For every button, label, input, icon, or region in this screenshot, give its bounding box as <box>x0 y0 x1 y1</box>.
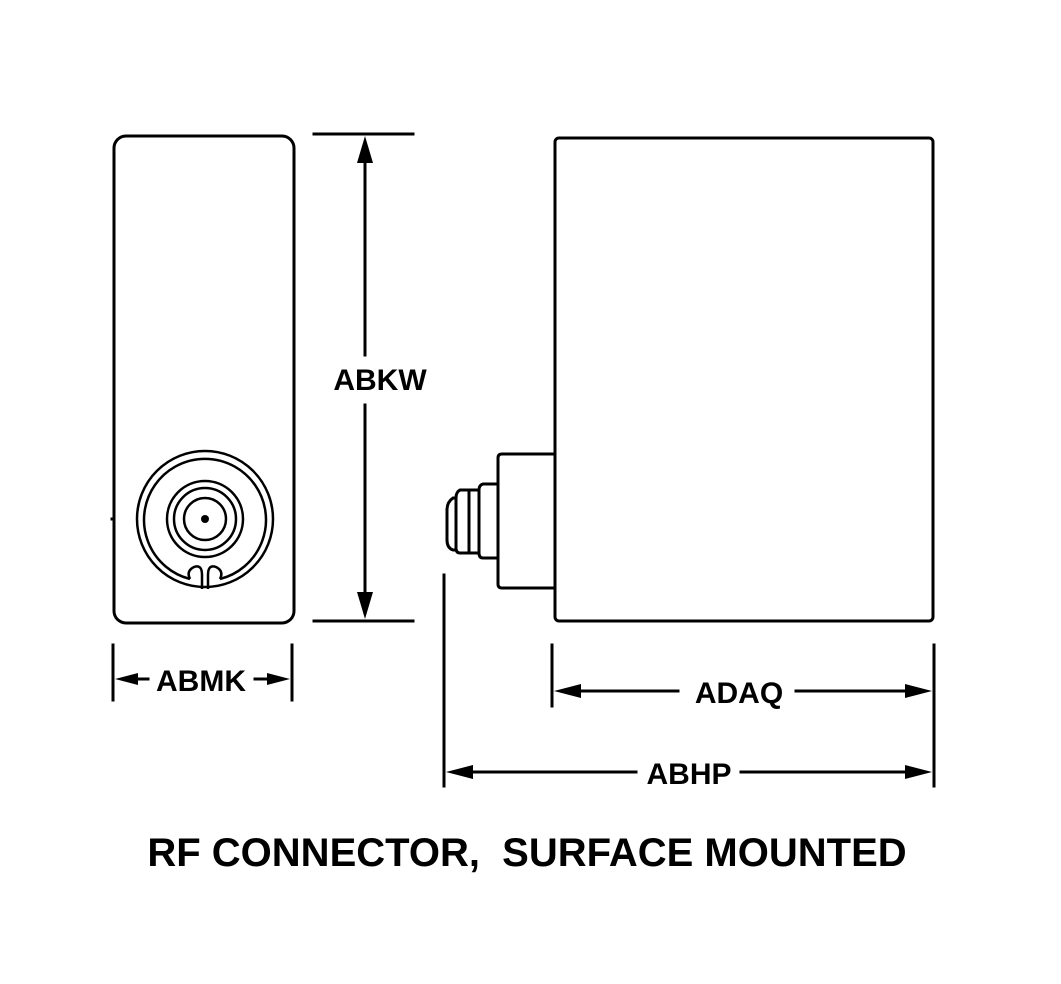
outer-ring <box>135 449 275 589</box>
arrow-left-icon <box>446 765 473 779</box>
dimension-label-adaq: ADAQ <box>695 677 783 710</box>
dimension-overall-length: ABHP <box>442 573 932 791</box>
arrow-right-icon <box>905 765 932 779</box>
front-view-body <box>112 134 296 625</box>
arrow-right-icon <box>905 684 932 698</box>
shell-ring-outer <box>165 479 245 559</box>
connector-thread <box>454 488 481 555</box>
arrow-up-icon <box>357 136 373 163</box>
connector-flange <box>496 452 556 590</box>
dimension-body-length: ADAQ <box>550 643 936 788</box>
diagram-title: RF CONNECTOR, SURFACE MOUNTED <box>147 831 906 875</box>
arrow-right-icon <box>267 673 290 685</box>
dimension-label-abkw: ABKW <box>333 364 427 397</box>
connector-tip <box>445 496 458 552</box>
front-view <box>110 134 296 625</box>
connector-nut <box>477 482 500 560</box>
dimension-front-width: ABMK <box>111 643 294 702</box>
dimension-label-abhp: ABHP <box>646 758 731 791</box>
center-pin <box>201 515 209 523</box>
arrow-down-icon <box>357 592 373 619</box>
side-view-body <box>553 136 935 623</box>
arrow-left-icon <box>115 673 138 685</box>
side-view <box>445 136 935 623</box>
notch-left <box>187 565 204 589</box>
connector-face <box>135 449 275 589</box>
arrow-left-icon <box>554 684 581 698</box>
dimension-height: ABKW <box>312 132 427 623</box>
shell-ring-middle <box>172 486 238 552</box>
dimension-label-abmk: ABMK <box>156 665 246 698</box>
dielectric-ring <box>182 496 228 542</box>
notch-right <box>206 565 223 589</box>
inner-ring-arc <box>142 457 268 581</box>
